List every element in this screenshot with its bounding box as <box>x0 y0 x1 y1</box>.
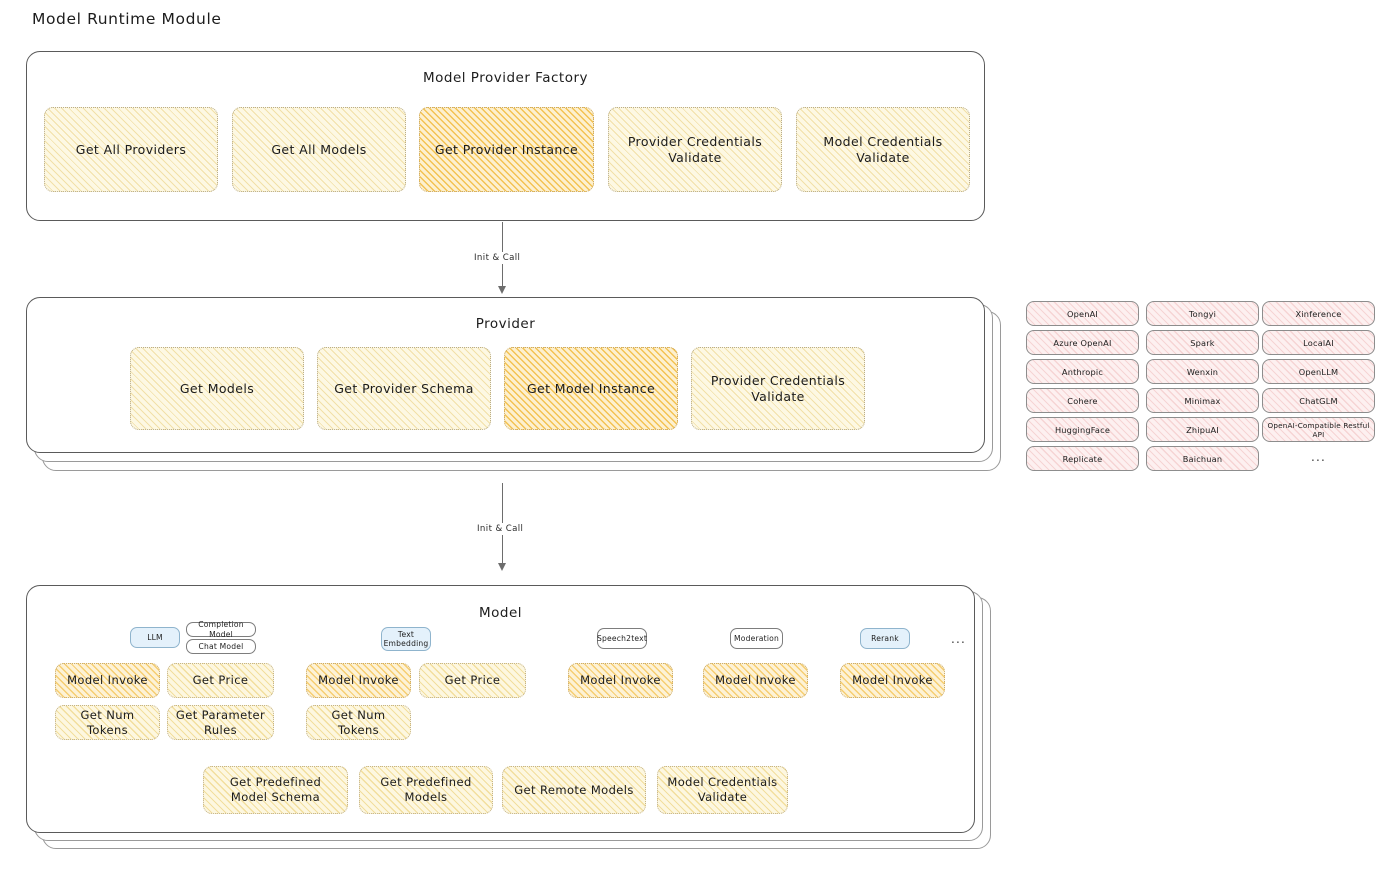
node-model-credentials-validate-2[interactable]: Model Credentials Validate <box>657 766 788 814</box>
node-rerank-model-invoke[interactable]: Model Invoke <box>840 663 945 698</box>
provider-chip-openai-compatible-restful-api[interactable]: OpenAI-Compatible Restful API <box>1262 417 1375 442</box>
node-speech2text-model-invoke[interactable]: Model Invoke <box>568 663 673 698</box>
provider-chip-xinference[interactable]: Xinference <box>1262 301 1375 326</box>
model-type-tag-speech2text[interactable]: Speech2text <box>597 628 647 649</box>
node-llm-get-price[interactable]: Get Price <box>167 663 274 698</box>
node-get-predefined-models[interactable]: Get Predefined Models <box>359 766 493 814</box>
node-text-embedding-get-num-tokens[interactable]: Get Num Tokens <box>306 705 411 740</box>
panel-title-provider: Provider <box>475 316 536 332</box>
provider-chip-wenxin[interactable]: Wenxin <box>1146 359 1259 384</box>
model-type-tag-llm[interactable]: LLM <box>130 627 180 648</box>
model-type-tag-moderation[interactable]: Moderation <box>730 628 783 649</box>
provider-chip-zhipuai[interactable]: ZhipuAI <box>1146 417 1259 442</box>
node-provider-credentials-validate-2[interactable]: Provider Credentials Validate <box>691 347 865 430</box>
node-get-provider-schema[interactable]: Get Provider Schema <box>317 347 491 430</box>
node-get-model-instance[interactable]: Get Model Instance <box>504 347 678 430</box>
provider-chip-chatglm[interactable]: ChatGLM <box>1262 388 1375 413</box>
node-llm-get-num-tokens[interactable]: Get Num Tokens <box>55 705 160 740</box>
node-text-embedding-get-price[interactable]: Get Price <box>419 663 526 698</box>
provider-chip-huggingface[interactable]: HuggingFace <box>1026 417 1139 442</box>
provider-chip-replicate[interactable]: Replicate <box>1026 446 1139 471</box>
node-provider-credentials-validate[interactable]: Provider Credentials Validate <box>608 107 782 192</box>
provider-chip-tongyi[interactable]: Tongyi <box>1146 301 1259 326</box>
node-get-provider-instance[interactable]: Get Provider Instance <box>419 107 594 192</box>
arrow-label-init-call-1: Init & Call <box>470 252 525 264</box>
node-get-remote-models[interactable]: Get Remote Models <box>502 766 646 814</box>
arrow-label-init-call-2: Init & Call <box>473 523 528 535</box>
provider-chip-spark[interactable]: Spark <box>1146 330 1259 355</box>
provider-chip-minimax[interactable]: Minimax <box>1146 388 1259 413</box>
model-type-tag-rerank[interactable]: Rerank <box>860 628 910 649</box>
model-subtag-completion-model[interactable]: Completion Model <box>186 620 256 639</box>
node-get-models[interactable]: Get Models <box>130 347 304 430</box>
node-llm-get-parameter-rules[interactable]: Get Parameter Rules <box>167 705 274 740</box>
node-llm-model-invoke[interactable]: Model Invoke <box>55 663 160 698</box>
node-moderation-model-invoke[interactable]: Model Invoke <box>703 663 808 698</box>
provider-chip-cohere[interactable]: Cohere <box>1026 388 1139 413</box>
provider-list-more-ellipsis: ... <box>1311 450 1327 464</box>
model-type-tag-text-embedding[interactable]: Text Embedding <box>381 627 431 651</box>
page-title: Model Runtime Module <box>32 10 222 28</box>
node-get-predefined-model-schema[interactable]: Get Predefined Model Schema <box>203 766 348 814</box>
node-get-all-models[interactable]: Get All Models <box>232 107 406 192</box>
panel-title-factory: Model Provider Factory <box>422 70 588 86</box>
provider-chip-openllm[interactable]: OpenLLM <box>1262 359 1375 384</box>
panel-title-model: Model <box>478 605 523 621</box>
node-get-all-providers[interactable]: Get All Providers <box>44 107 218 192</box>
node-text-embedding-model-invoke[interactable]: Model Invoke <box>306 663 411 698</box>
model-types-more-ellipsis: ... <box>951 632 967 646</box>
provider-chip-localai[interactable]: LocalAI <box>1262 330 1375 355</box>
arrow-factory-to-provider-head <box>498 286 506 294</box>
model-subtag-chat-model[interactable]: Chat Model <box>186 639 256 654</box>
provider-chip-openai[interactable]: OpenAI <box>1026 301 1139 326</box>
node-model-credentials-validate[interactable]: Model Credentials Validate <box>796 107 970 192</box>
provider-chip-baichuan[interactable]: Baichuan <box>1146 446 1259 471</box>
provider-chip-azure-openai[interactable]: Azure OpenAI <box>1026 330 1139 355</box>
provider-chip-anthropic[interactable]: Anthropic <box>1026 359 1139 384</box>
arrow-provider-to-model-head <box>498 563 506 571</box>
